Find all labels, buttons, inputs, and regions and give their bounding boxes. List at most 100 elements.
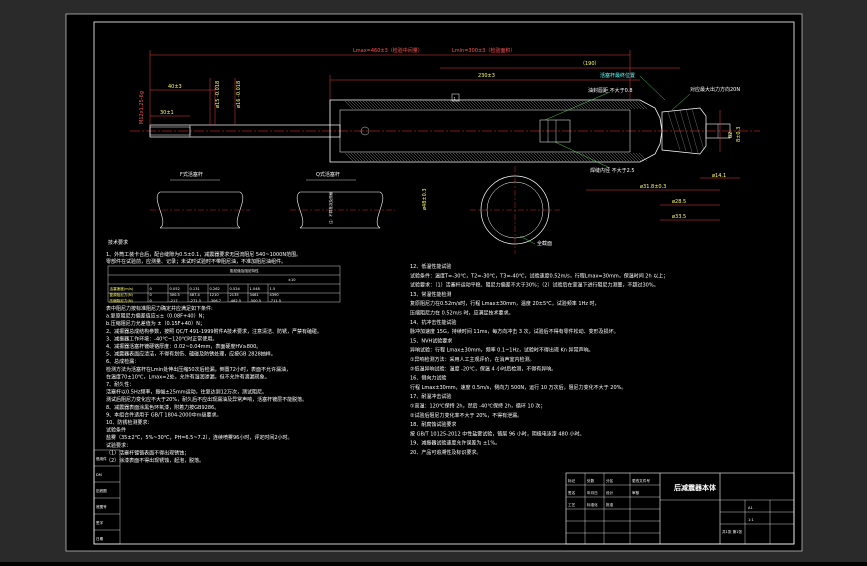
tech-line2-0: 表中阻尼力按标准阻尼力确定并应满足如下条件: [106, 305, 213, 312]
table-cell-r2-c7: -711.5 [270, 299, 282, 303]
table-cell-r0-c6: 1.048 [250, 287, 261, 291]
right-req-line-12: 16、侧向力试验 [410, 375, 446, 382]
drawing-frame [93, 21, 795, 545]
table-subheader: ±10 [288, 278, 296, 282]
dimension-lines [149, 50, 740, 221]
tech-line2-19: （1）活塞杆镀铬表面不得出现锈蚀； [106, 449, 189, 456]
dim-28: ø28.5 [672, 199, 686, 205]
tech-line2-2: b.压缩阻尼力允差值为 ±（0.15F+40）N； [106, 320, 205, 327]
dim-phi48: ø48±0.3 [422, 188, 428, 210]
title-block-scale: 1:1 [748, 518, 754, 522]
dimension-texts: Lmax=460±3（检验中间量） Lmin=300±3（检验面积） （190）… [139, 47, 742, 220]
margin-cell-3: 旧底图 [96, 488, 107, 493]
section-q: Q式活塞杆 注：不同批次及规格 [290, 171, 395, 229]
dim-phi16-1: ø15 -0.018 [215, 81, 221, 108]
tech-line2-6: 5、减震器表面应清洁，不得有划伤、磕碰及防锈处理，应按GB 2828抽样。 [106, 351, 276, 358]
section-f-label: F式活塞杆 [180, 171, 203, 178]
title-block-sheet: 共1张 第1张 [722, 529, 742, 534]
tech-line2-1: a.复原阻尼力偏差值应≤±（0.08F+40）N； [106, 313, 207, 320]
tech-line2-20: （2）涂漆表面不得出现锈蚀，起泡，脱落。 [106, 457, 204, 464]
table-cell-r1-c6: 3461 [250, 293, 259, 297]
tech-line2-12: 测试后阻尼力变化应不大于20%，耐久后不应出现漏油及异常声响，活塞杆镀层不能脱落… [106, 396, 307, 403]
tech-line2-18: 试验要求： [106, 442, 131, 449]
table-cell-r1-c5: 2135 [230, 293, 239, 297]
table-cell-r0-c1: 0 [150, 287, 153, 291]
inner-tube [339, 109, 631, 153]
dim-33: ø33.5 [672, 214, 686, 220]
note-load: 对应最大出力方向20N [690, 86, 740, 93]
tech-line-2: 零部件在试验前，应测量、记录；未试时试验时不带阻尼油，不准加阻尼油组件。 [106, 258, 286, 265]
right-req-line-4: 复原阻尼力在0.52m/s时，行程 Lmax±30mm，温度 20±5℃，试验频… [410, 300, 600, 307]
right-req-line-9: 异响试验：行程 Lmax±30mm，频率 0.1~1Hz，试验时不得出现 Kn … [410, 347, 594, 354]
dim-8: 8±0.3 [736, 127, 742, 142]
table-cell-r2-c3: -271.5 [190, 299, 202, 303]
title-block-cell-10: 批准 [606, 502, 614, 507]
table-cell-r0-c3: 0.131 [190, 287, 200, 291]
table-cell-r0-c4: 0.262 [210, 287, 220, 291]
dim-m12: M12x1.25-6g [139, 91, 145, 124]
hatch-bottom [344, 152, 648, 162]
table-cell-r0-c7: 1.5 [270, 287, 276, 291]
margin-cell-2: DM [96, 473, 102, 477]
dim-190: （190） [580, 61, 600, 67]
datum-box [451, 93, 460, 102]
dim-30: 30±1 [160, 110, 174, 116]
right-req-line-10: ①异响检测方法：采用人工主观评价，在消声室内检测。 [410, 356, 535, 363]
right-req-line-2: 试验要求：（1）活塞杆运动平稳、阻尼力偏差不大于30%；（2）试验后在室温下进行… [410, 282, 659, 289]
table-cell-r2-c4: -306.7 [210, 299, 222, 303]
note-rod-position: 活塞杆最终位置 [600, 72, 635, 79]
tech-line2-5: 4、减振器活塞杆镀硬铬厚度：0.02~0.04mm，表面硬度HV≥800。 [106, 343, 261, 350]
dim-230: 230±3 [478, 73, 495, 79]
tech-line2-8: 检测方法为活塞杆在Lmin处伸出压缩50次后检漏，倒置72小时，表面不允许漏油， [106, 366, 291, 373]
right-req-line-3: 13、常温性能检测 [410, 291, 451, 298]
right-req-line-0: 12、低温性能试验 [410, 263, 451, 270]
tech-line2-3: 2、减振器总成结构参数，按照 QC/T 491-1999附件A技术要求，注意清洁… [106, 328, 322, 335]
dim-14: ø14.1 [712, 173, 726, 179]
cross-section-circle: 全截面 [470, 166, 560, 254]
dim-lmin: Lmin=300±3（检验面积） [452, 47, 515, 54]
table-cell-r1-c2: 300.5 [170, 293, 180, 297]
table-cell-r2-c6: -500.5 [250, 299, 262, 303]
table-cell-r0-c5: 0.524 [230, 287, 241, 291]
right-req-line-19: 19、减振器试验速度允许误差为 ±1%。 [410, 440, 500, 447]
title-block-cell-1: 处数 [587, 478, 595, 483]
right-req-line-8: 15、NVH试验要求 [410, 337, 452, 344]
right-req-line-13: 行程 Lmax±30mm，速度 0.5m/s，侧向力 500N，运行 10 万次… [410, 384, 626, 391]
margin-cell-1: 借用件 [96, 456, 107, 461]
leader-lines [544, 75, 691, 169]
right-req-line-11: ②低温异响试验：温度 -20℃，保温 4 小时后检测，不得有异响。 [410, 365, 556, 372]
tech-requirements-left: 技术要求 1、外筒工装卡合后，配合缝隙为0.5±0.1，减震器要求无回流阻尼 5… [106, 239, 341, 464]
note-lip: 油封唇距 不大于0.8 [588, 87, 633, 94]
tech-line2-14: 9、本组合件适用于 GB/T 1804-2000中m级要求。 [106, 411, 222, 418]
title-block-cell-5: 年月日 [587, 490, 598, 495]
margin-cell-6: 日期 [96, 536, 104, 541]
tech-line2-11: 活塞杆以0.5Hz频率，振幅±25mm运动，往复达到12万次，测试阻尼。 [106, 389, 267, 396]
right-req-line-15: ①高温：120℃保持 2h，然后 -40℃保持 2h，循环 10 次； [410, 403, 545, 410]
section-f: F式活塞杆 [150, 171, 250, 229]
dim-82: 82 [728, 132, 734, 138]
section-q-label: Q式活塞杆 [316, 171, 340, 178]
tech-line2-16: 试验条件 [106, 427, 126, 434]
note-weld: 焊缝内径 不大于2.5 [590, 167, 635, 174]
right-req-line-7: 脉冲加速度 15G，持续时间 11ms，每方向冲击 3 次，试验后不得有零件松动… [410, 328, 619, 335]
tech-requirements-right: 12、低温性能试验 试验条件：温度T=-30℃，T2=-30℃，T3=-40℃，… [410, 263, 668, 456]
table-cell-r1-c1: 0 [150, 293, 153, 297]
title-block-part: A1 [748, 506, 753, 510]
right-req-line-20: 20、产品可追溯性及标识要求。 [410, 449, 481, 456]
table-cell-r2-c2: -217 [170, 299, 178, 303]
right-req-line-1: 试验条件：温度T=-30℃，T2=-30℃，T3=-40℃，试验速度0.52m/… [410, 272, 668, 279]
dim-lmax: Lmax=460±3（检验中间量） [353, 47, 423, 54]
title-block-cell-3: 更改文件号 [632, 478, 650, 483]
title-block-cell-7: 审核 [632, 490, 640, 495]
title-block-cell-2: 分区 [606, 478, 614, 483]
tech-line2-7: 6、总成检漏： [106, 358, 139, 365]
margin-cell-5: 签字 [96, 520, 104, 525]
table-cell-r1-c0: 复原阻尼力(N) [110, 292, 134, 297]
table-cell-r2-c0: 压缩阻尼力(N) [110, 298, 134, 303]
right-req-line-16: ②试验后阻尼力变化率不大于 20%，不得有泄漏。 [410, 412, 522, 419]
right-req-line-17: 18、耐腐蚀试验要求 [410, 421, 456, 428]
tech-line2-17: 盐雾（35±2℃，5%~30℃，PH=6.5~7.2），连续喷雾96小时，评定时… [106, 434, 293, 441]
